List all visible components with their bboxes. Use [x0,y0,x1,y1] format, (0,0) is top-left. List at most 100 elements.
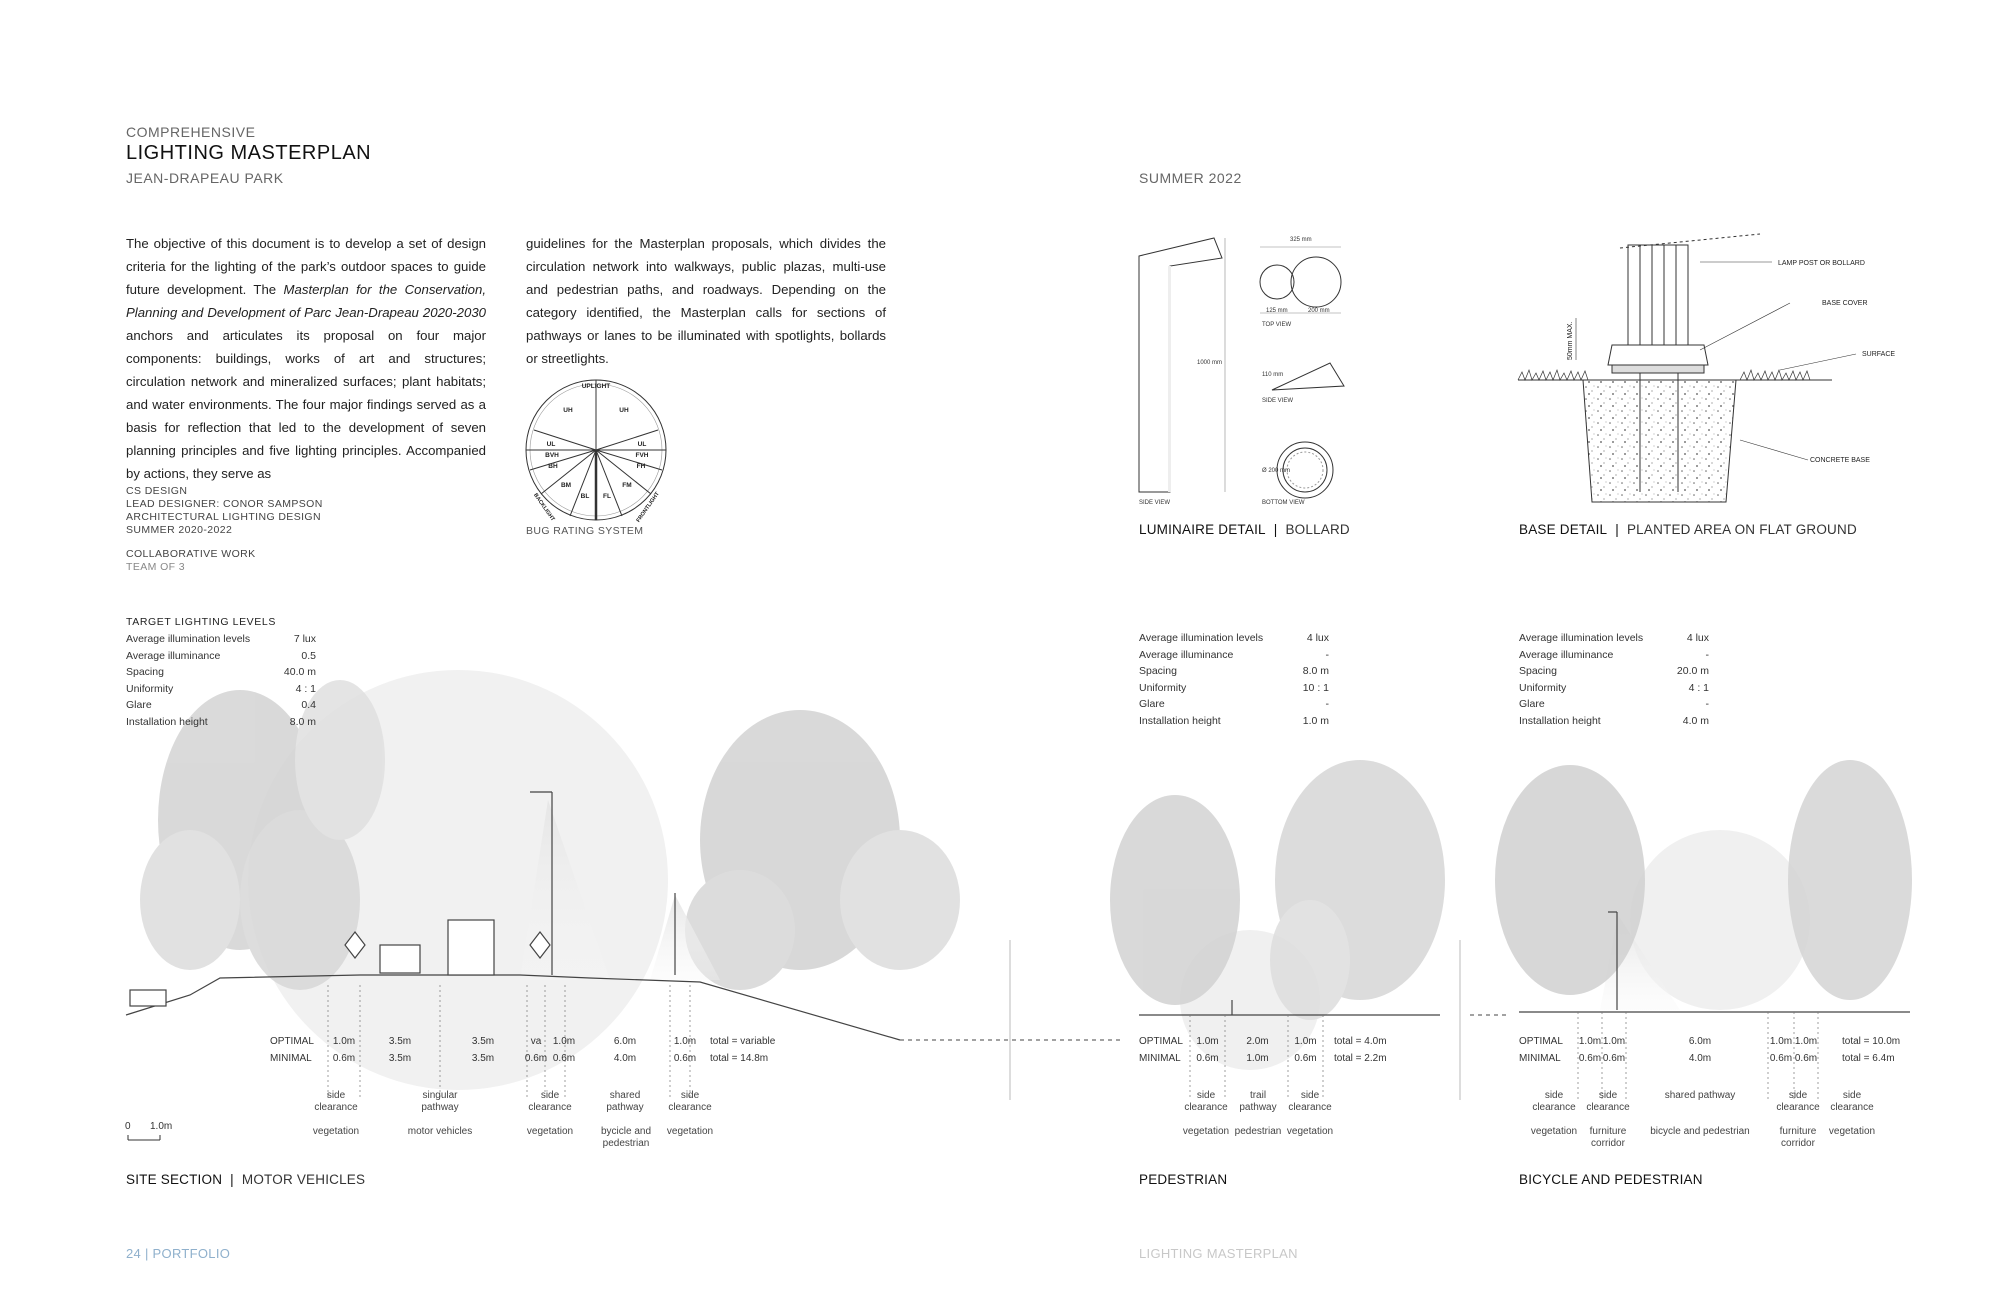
zone-use: vegetation [1530,1126,1578,1137]
bug-label-fl: FL [603,493,611,500]
scale-bar [127,1135,161,1141]
dim-value: 1.0m [552,1036,576,1047]
dim-value: 3.5m [471,1053,495,1064]
eyebrow-text: COMPREHENSIVE [126,124,256,140]
bug-label-bl: BL [581,493,590,500]
ped-minimal-label: MINIMAL [1139,1053,1181,1064]
pedestrian-caption: PEDESTRIAN [1139,1172,1228,1187]
luminaire-side-view-label: SIDE VIEW [1139,500,1170,506]
base-caption-light: PLANTED AREA ON FLAT GROUND [1626,522,1857,537]
dim-value: 0.6m [673,1053,697,1064]
zone-use: vegetation [1828,1126,1876,1137]
bug-label-ul: UL [638,441,647,448]
body-column-2: guidelines for the Masterplan proposals,… [526,236,886,366]
zone-label: side clearance [1532,1090,1576,1113]
scale-1m: 1.0m [150,1121,173,1132]
tree-cluster-pedestrian [1110,760,1445,1020]
leader-surface [1779,353,1857,371]
bug-ray [595,429,659,451]
concrete-base [1582,379,1737,503]
zone-use: vegetation [526,1126,574,1137]
page-title: LIGHTING MASTERPLAN [126,142,372,164]
dim-value: 3.5m [471,1036,495,1047]
bollard-side-view [1138,237,1223,493]
luminaire-caption-bold: LUMINAIRE DETAIL [1139,522,1266,537]
dim-value: 4.0m [1688,1053,1712,1064]
zone-label: side clearance [1184,1090,1228,1113]
body-col1-b: anchors and articulates its proposal on … [126,328,486,481]
glow-halo [1630,830,1810,1010]
road-sign [344,931,366,959]
top-view-large-circle [1290,256,1342,308]
zone-use: furniture corridor [1589,1126,1627,1149]
dim-110: 110 mm [1262,372,1283,378]
body-col1-em: Masterplan for the Conservation, Plannin… [126,282,486,320]
dim-total: total = 10.0m [1842,1036,1901,1047]
bug-ray [533,429,597,451]
post-body [1627,244,1689,366]
post-break-line [1619,233,1761,249]
label-base-cover: BASE COVER [1822,300,1868,307]
zone-label: shared pathway [606,1090,644,1113]
scale-0: 0 [125,1121,131,1132]
bug-label-ul: UL [547,441,556,448]
label-concrete-base: CONCRETE BASE [1810,457,1870,464]
car [379,944,421,974]
glow-halo [1180,930,1320,1070]
dim-value: 1.0m [332,1036,356,1047]
base-plate [1611,364,1705,374]
dim-value: 1.0m [1602,1036,1626,1047]
zone-label: side clearance [1776,1090,1820,1113]
zone-label: side clearance [1586,1090,1630,1113]
dim-200: 200 mm [1308,308,1330,314]
dim-value: 4.0m [613,1053,637,1064]
levels-row: Average illuminance- [1139,648,1329,661]
credit-period: SUMMER 2020-2022 [126,524,233,536]
bug-ray [540,449,597,495]
dim-125: 125 mm [1266,308,1288,314]
bug-ray [595,449,623,517]
zone-use: bicycle and pedestrian [1650,1126,1750,1137]
dim-value: 6.0m [613,1036,637,1047]
leader-cover [1699,302,1791,351]
bottom-view-inner [1282,447,1328,493]
light-cone-bike [1600,915,1680,1010]
zone-label: shared pathway [1664,1090,1736,1101]
dim-value: 1.0m [1294,1036,1317,1047]
tree-cluster-bike [1495,760,1912,1000]
dim-d200: Ø 200 mm [1262,468,1290,474]
zone-use: motor vehicles [407,1126,473,1137]
motor-caption-light: MOTOR VEHICLES [241,1172,366,1187]
dim-value: va [530,1036,542,1047]
tree-cluster-right [685,710,960,990]
bug-label-bh: BH [548,463,558,470]
glow-halo [248,670,668,1090]
dim-total: total = 14.8m [710,1053,769,1064]
zone-use: furniture corridor [1779,1126,1817,1149]
levels-heading: TARGET LIGHTING LEVELS [126,616,276,628]
zone-use: vegetation [666,1126,714,1137]
bug-ray [595,449,663,471]
credit-lead: LEAD DESIGNER: CONOR SAMPSON [126,498,323,510]
side-view-profile [1271,362,1345,391]
credit-studio: CS DESIGN [126,485,188,497]
dim-value: 3.5m [388,1036,412,1047]
dim-value: 0.6m [1196,1053,1219,1064]
dim-value: 6.0m [1688,1036,1712,1047]
bug-ray [569,449,597,517]
leader-concrete [1739,439,1809,461]
bollard-hatch [1168,266,1171,492]
dim-value: 1.0m [1769,1036,1793,1047]
bottom-view-outer [1276,441,1334,499]
bug-label-fm: FM [622,482,631,489]
bug-label-fh: FH [637,463,646,470]
bug-ray [529,449,597,471]
bug-caption: BUG RATING SYSTEM [526,525,644,537]
base-caption-bold: BASE DETAIL [1519,522,1608,537]
